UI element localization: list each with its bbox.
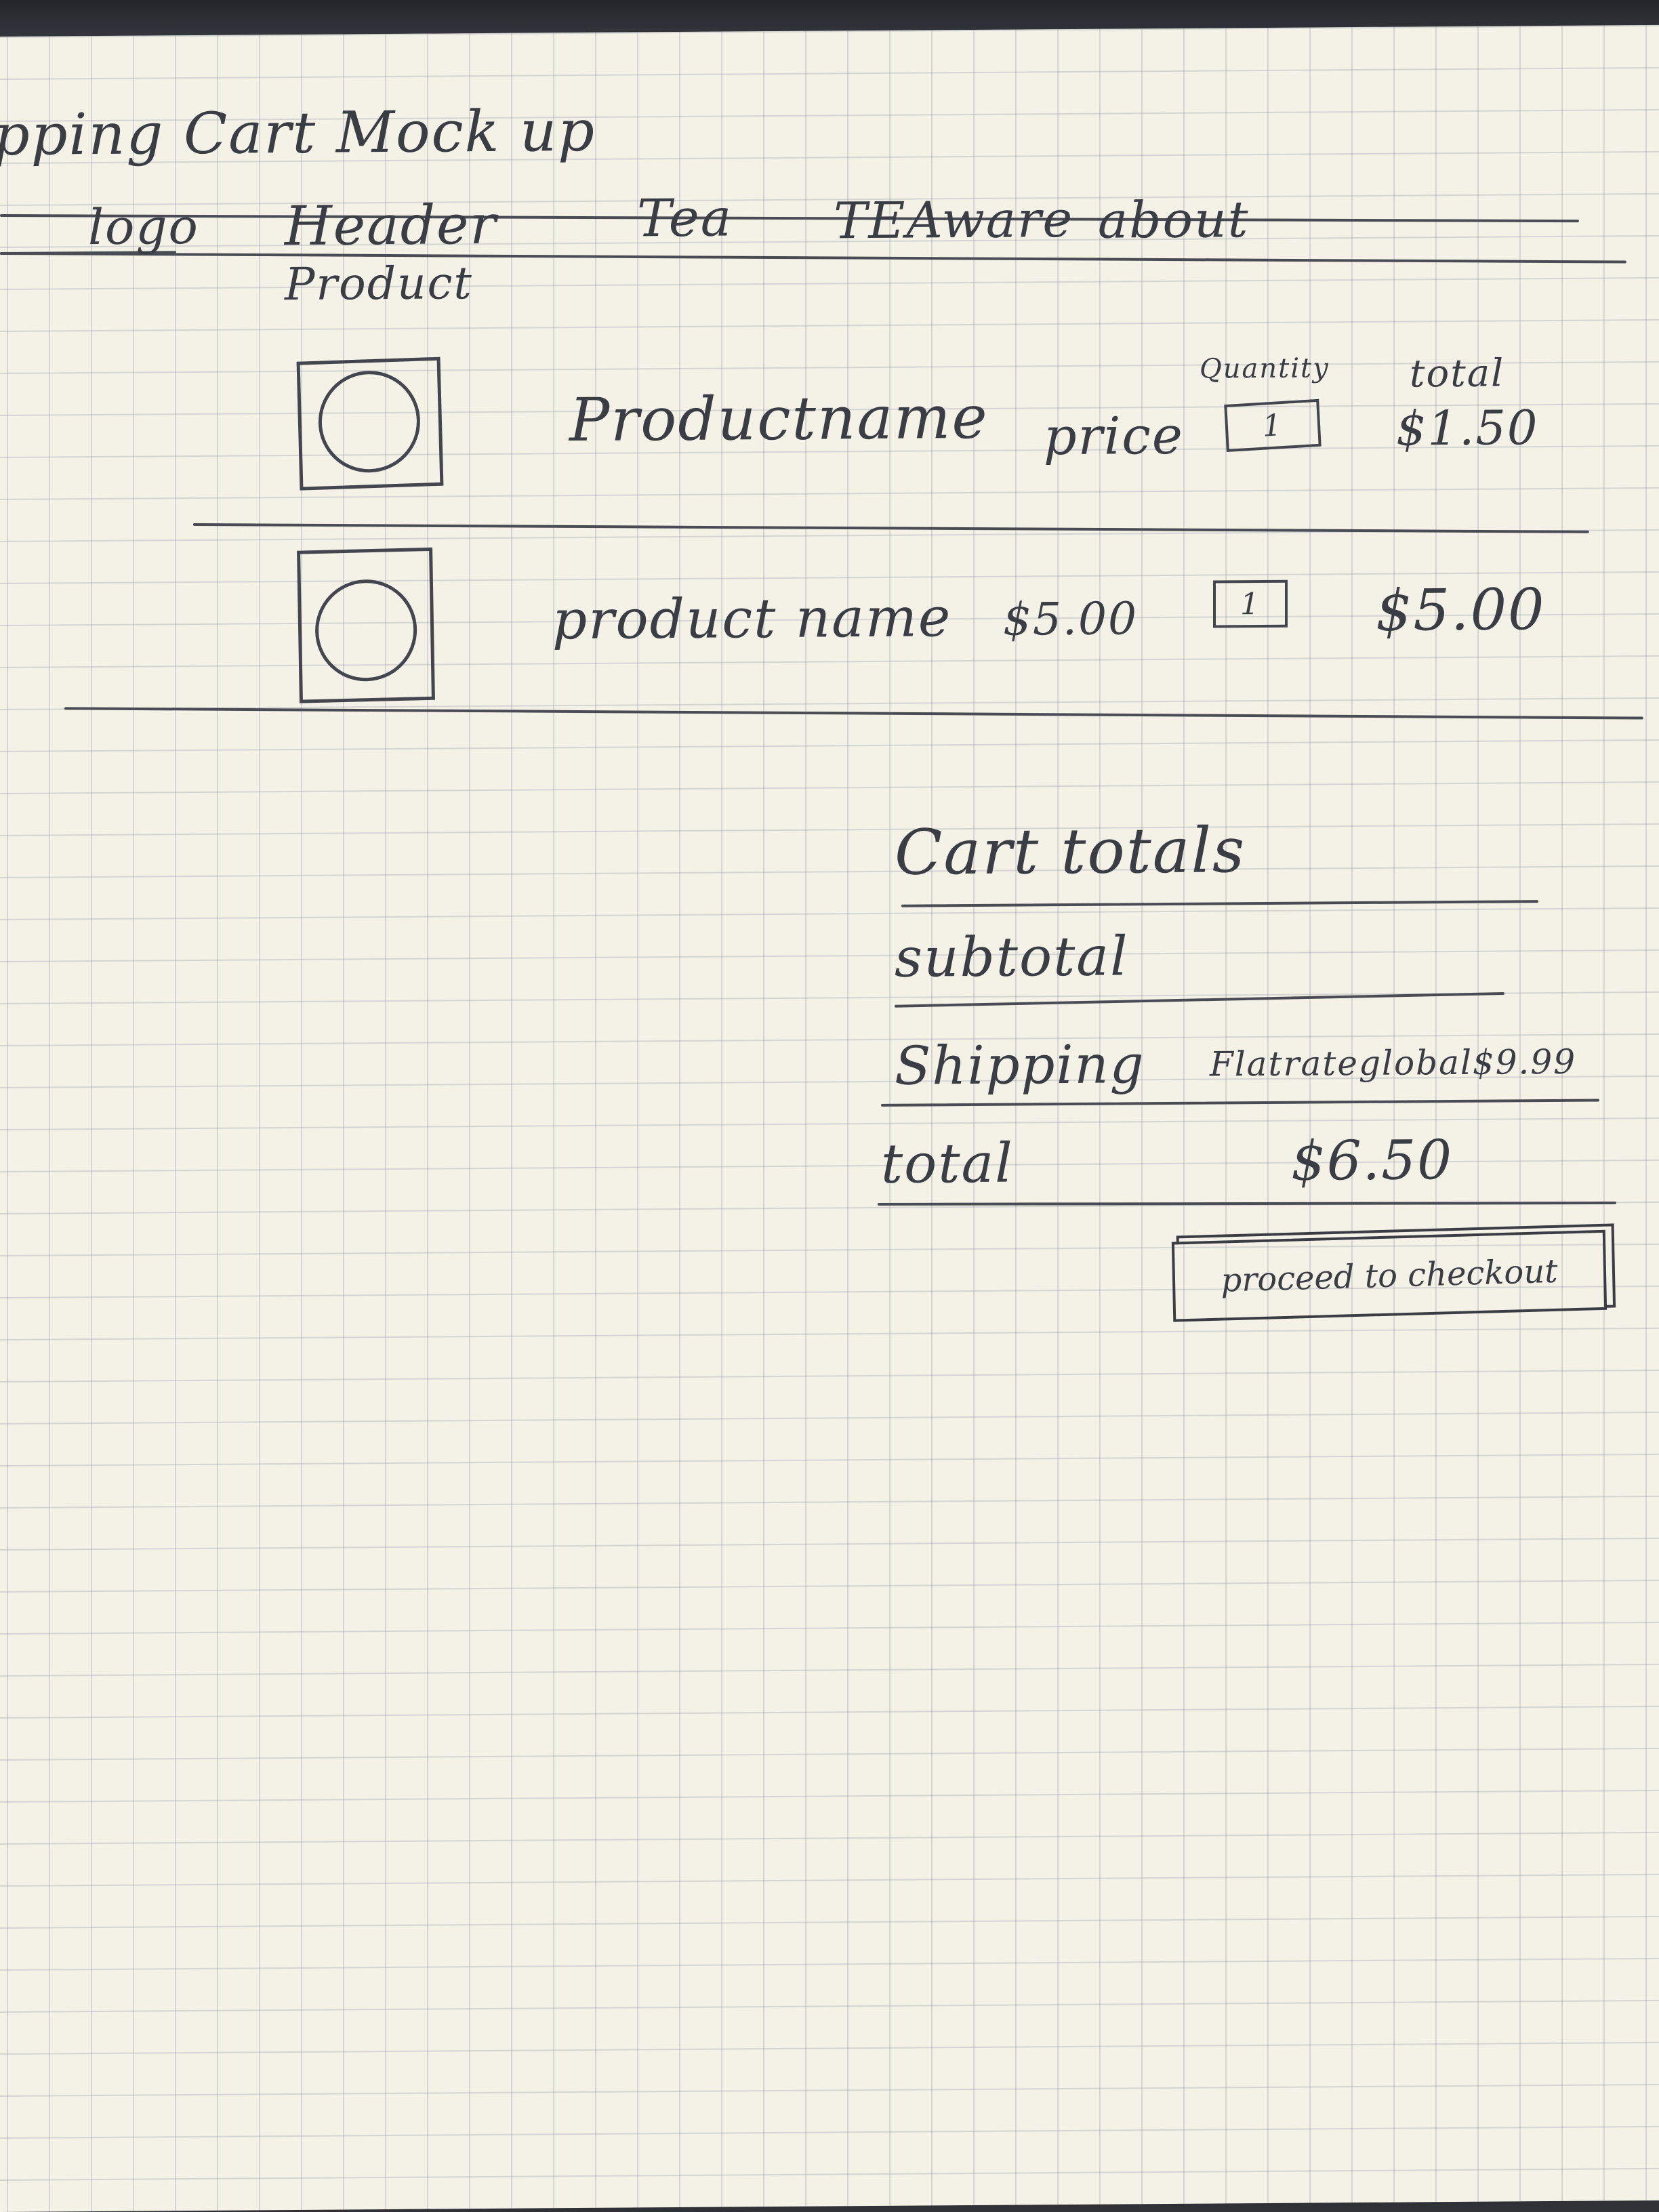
- quantity-value: 1: [1240, 586, 1261, 621]
- column-header-total: total: [1410, 351, 1505, 396]
- line-total: $5.00: [1376, 576, 1546, 644]
- nav-teaware[interactable]: TEAware: [834, 190, 1074, 251]
- cart-totals-heading: Cart totals: [895, 814, 1246, 889]
- header-bottom-rule: [0, 252, 1626, 264]
- quantity-input[interactable]: 1: [1213, 579, 1288, 628]
- product-image: [296, 356, 444, 491]
- row-divider: [192, 523, 1589, 533]
- product-name[interactable]: Productname: [569, 382, 989, 455]
- quantity-value: 1: [1261, 407, 1284, 444]
- proceed-to-checkout-button[interactable]: proceed to checkout: [1171, 1229, 1607, 1322]
- logo[interactable]: logo: [88, 197, 199, 256]
- product-price: price: [1044, 405, 1184, 467]
- shipping-value: Flatrateglobal$9.99: [1210, 1042, 1577, 1084]
- row-divider: [64, 707, 1643, 720]
- page-title: pping Cart Mock up: [0, 97, 596, 169]
- product-image-placeholder-icon: [314, 578, 418, 683]
- total-label: total: [881, 1131, 1014, 1195]
- line-total: $1.50: [1396, 400, 1539, 457]
- graph-paper: pping Cart Mock up logo Header Tea TEAwa…: [0, 24, 1659, 2212]
- cart-totals-rule: [901, 900, 1538, 907]
- nav-tea[interactable]: Tea: [637, 187, 733, 249]
- subtotal-label: subtotal: [895, 924, 1129, 989]
- quantity-input[interactable]: 1: [1224, 398, 1322, 452]
- nav-header[interactable]: Header: [285, 192, 497, 258]
- checkout-button-label: proceed to checkout: [1220, 1252, 1559, 1300]
- shipping-rule: [881, 1099, 1599, 1107]
- total-value: $6.50: [1291, 1128, 1454, 1193]
- section-label-product: Product: [285, 257, 473, 311]
- total-rule: [877, 1202, 1616, 1206]
- product-image-placeholder-icon: [316, 369, 422, 474]
- subtotal-rule: [895, 991, 1504, 1008]
- product-image: [297, 547, 435, 703]
- shipping-label: Shipping: [895, 1034, 1145, 1097]
- product-name[interactable]: product name: [552, 586, 952, 652]
- column-header-quantity: Quantity: [1200, 352, 1330, 385]
- product-price: $5.00: [1003, 592, 1138, 646]
- nav-about[interactable]: about: [1098, 190, 1250, 250]
- header-top-rule: [0, 214, 1579, 223]
